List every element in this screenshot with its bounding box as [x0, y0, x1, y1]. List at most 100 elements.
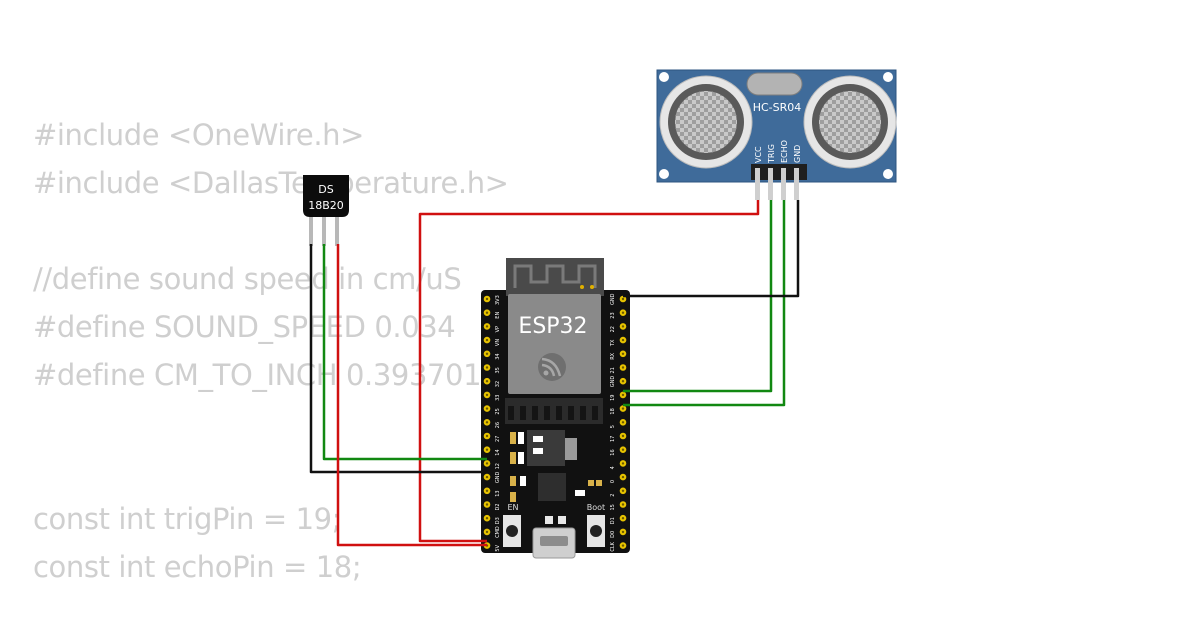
crystal-oscillator: [746, 72, 803, 96]
pin-hole: [485, 352, 489, 355]
pin-hole: [621, 393, 625, 397]
pin-hole: [621, 297, 625, 301]
esp32-board[interactable]: ESP32: [481, 258, 630, 559]
transducer-right: [803, 75, 897, 169]
sensor-body: [303, 175, 349, 217]
boot-button[interactable]: [587, 515, 605, 547]
pin-label: 27: [495, 436, 501, 442]
pin-hole: [485, 393, 489, 397]
ds18b20-sensor[interactable]: DS 18B20: [303, 175, 349, 246]
pin-hole: [621, 475, 625, 479]
mount-hole: [883, 72, 893, 82]
pin-label: GND: [610, 293, 616, 305]
pin-hole: [485, 462, 489, 465]
pin-hole: [485, 489, 489, 492]
code-line-10: const int echoPin = 18;: [33, 550, 362, 584]
pin-label: GND: [495, 471, 501, 483]
pin-label: 33: [495, 395, 501, 401]
ds18b20-label-line1: DS: [318, 183, 333, 196]
pin-hole: [485, 338, 489, 342]
pin-hole: [621, 366, 625, 369]
pin-label-echo: ECHO: [780, 140, 789, 163]
board-small-parts: [545, 516, 566, 524]
pin-label: GND: [610, 376, 616, 388]
pin-label: 12: [495, 463, 501, 469]
wire-ultrasonic-vcc[interactable]: [418, 200, 760, 543]
pin-hole: [485, 421, 489, 424]
pin-label: 35: [495, 367, 501, 373]
pin-hole: [621, 407, 625, 410]
wire-ultrasonic-gnd[interactable]: [623, 200, 800, 298]
pin-label-trig: TRIG: [767, 144, 776, 164]
pin-hole: [485, 366, 489, 369]
sensor-leg: [309, 212, 313, 246]
sensor-leg: [335, 212, 339, 246]
en-button-label: EN: [507, 503, 518, 512]
micro-usb-port[interactable]: [532, 527, 576, 559]
pin-hole: [621, 421, 625, 424]
wire-ds18b20-gnd[interactable]: [309, 244, 487, 474]
pin-hole: [621, 352, 625, 355]
code-line-4: //define sound speed in cm/uS: [33, 262, 462, 296]
wroom-module-shield: [508, 294, 601, 394]
pin-hole: [485, 530, 489, 534]
pin-label: 15: [610, 504, 616, 510]
pin-label: RX: [610, 352, 616, 359]
pin-label: 4: [610, 466, 616, 469]
voltage-regulator: [527, 430, 577, 466]
pin-hole: [485, 503, 489, 506]
esp32-label: ESP32: [518, 314, 587, 339]
pin-label: CLK: [610, 541, 616, 551]
pin-label: TX: [610, 339, 616, 347]
pin-hole: [621, 311, 625, 314]
espressif-logo-icon: [538, 353, 566, 381]
en-button[interactable]: [503, 515, 521, 547]
pin-label-gnd: GND: [793, 145, 802, 163]
pin-label-vcc: VCC: [754, 146, 763, 163]
transducer-left: [659, 75, 753, 169]
mount-hole: [659, 169, 669, 179]
wire-ds18b20-data[interactable]: [322, 244, 487, 461]
pin-hole: [621, 380, 625, 383]
pin-label: 23: [610, 312, 616, 318]
pin-label: 32: [495, 381, 501, 387]
pin-label: 13: [495, 490, 501, 496]
code-line-1: #include <OneWire.h>: [33, 118, 365, 152]
pin-label: 25: [495, 408, 501, 414]
hc-sr04-sensor[interactable]: HC-SR04 VCC TRIG ECHO GND: [656, 69, 897, 200]
esp32-left-pin-header: 3V3ENVPVN343532332526271412GND13D2D3CMD5…: [483, 295, 501, 552]
pin-hole: [621, 503, 625, 506]
pin-label: 5: [610, 425, 616, 428]
pin-label: 3V3: [495, 295, 501, 305]
usb-uart-chip: [538, 473, 566, 501]
pin-label: 21: [610, 367, 616, 373]
pin-hole: [485, 517, 489, 520]
pin-hole: [485, 407, 489, 410]
pcb-traces: [505, 398, 603, 424]
code-line-6: #define CM_TO_INCH 0.393701: [33, 358, 482, 392]
mount-hole: [883, 169, 893, 179]
wire-ultrasonic-echo[interactable]: [623, 200, 786, 407]
wire-ultrasonic-trig[interactable]: [623, 200, 773, 393]
pin-label: 2: [610, 494, 616, 497]
pin-label: 17: [610, 436, 616, 442]
pin-hole: [621, 338, 625, 342]
pin-hole: [621, 448, 625, 451]
pin-label: 22: [610, 326, 616, 332]
wire-ds18b20-vcc[interactable]: [336, 244, 487, 547]
pin-label: 19: [610, 395, 616, 401]
smd-components: [510, 432, 602, 502]
pin-hole: [621, 489, 625, 492]
pin-label: 5V: [495, 544, 501, 551]
pin-hole: [485, 325, 489, 328]
pin-label: 14: [495, 449, 501, 455]
pin-hole: [621, 544, 625, 547]
pin-hole: [621, 530, 625, 534]
pin-label: 26: [495, 422, 501, 428]
pin-hole: [621, 462, 625, 465]
hc-sr04-pin-header: [751, 164, 807, 200]
pin-label: 0: [610, 480, 616, 483]
pin-label: 34: [495, 353, 501, 359]
